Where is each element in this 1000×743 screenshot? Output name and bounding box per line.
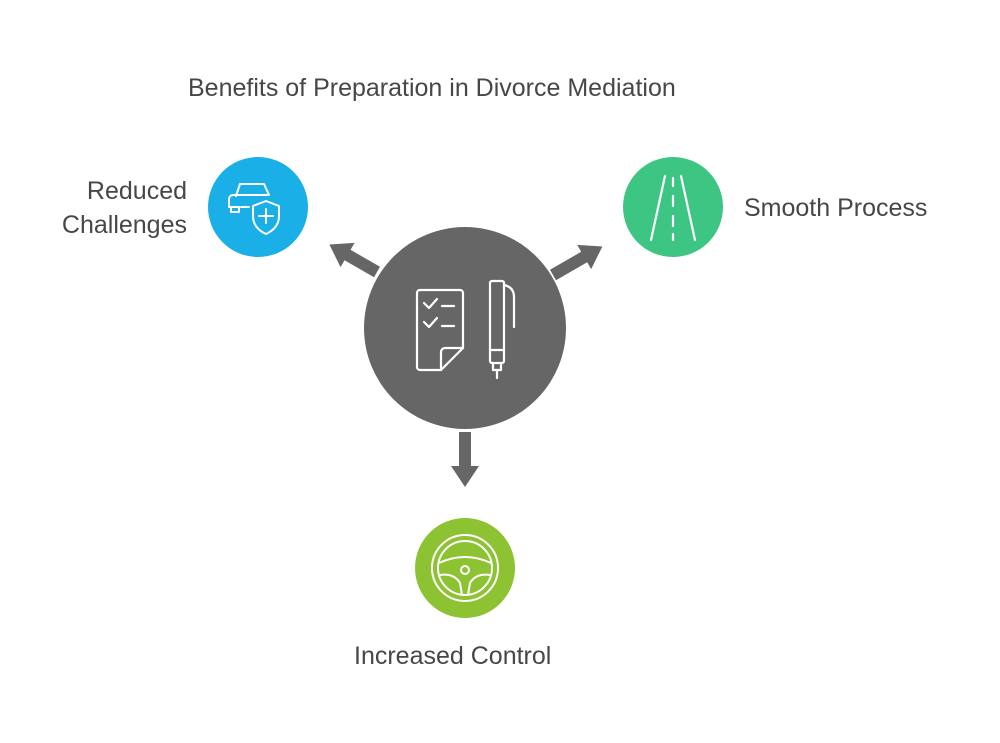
label-smooth-process: Smooth Process: [744, 194, 928, 222]
label-increased-control: Increased Control: [354, 642, 552, 670]
reduced-challenges-circle: [208, 157, 308, 257]
road-icon: [649, 174, 697, 242]
diagram-title: Benefits of Preparation in Divorce Media…: [188, 74, 676, 102]
increased-control-circle: [415, 518, 515, 618]
label-line: Challenges: [61, 211, 187, 239]
car-shield-icon: [228, 183, 280, 235]
steering-wheel-icon: [431, 534, 499, 602]
label-reduced-challenges: Reduced Challenges: [62, 174, 187, 242]
arrow-down: [451, 432, 479, 487]
center-circle: [364, 227, 566, 429]
arrow-left: [329, 242, 380, 278]
label-line: Reduced: [86, 177, 187, 205]
checklist-pen-icon: [415, 279, 516, 380]
arrow-right: [550, 244, 603, 281]
arrows: [329, 242, 603, 487]
